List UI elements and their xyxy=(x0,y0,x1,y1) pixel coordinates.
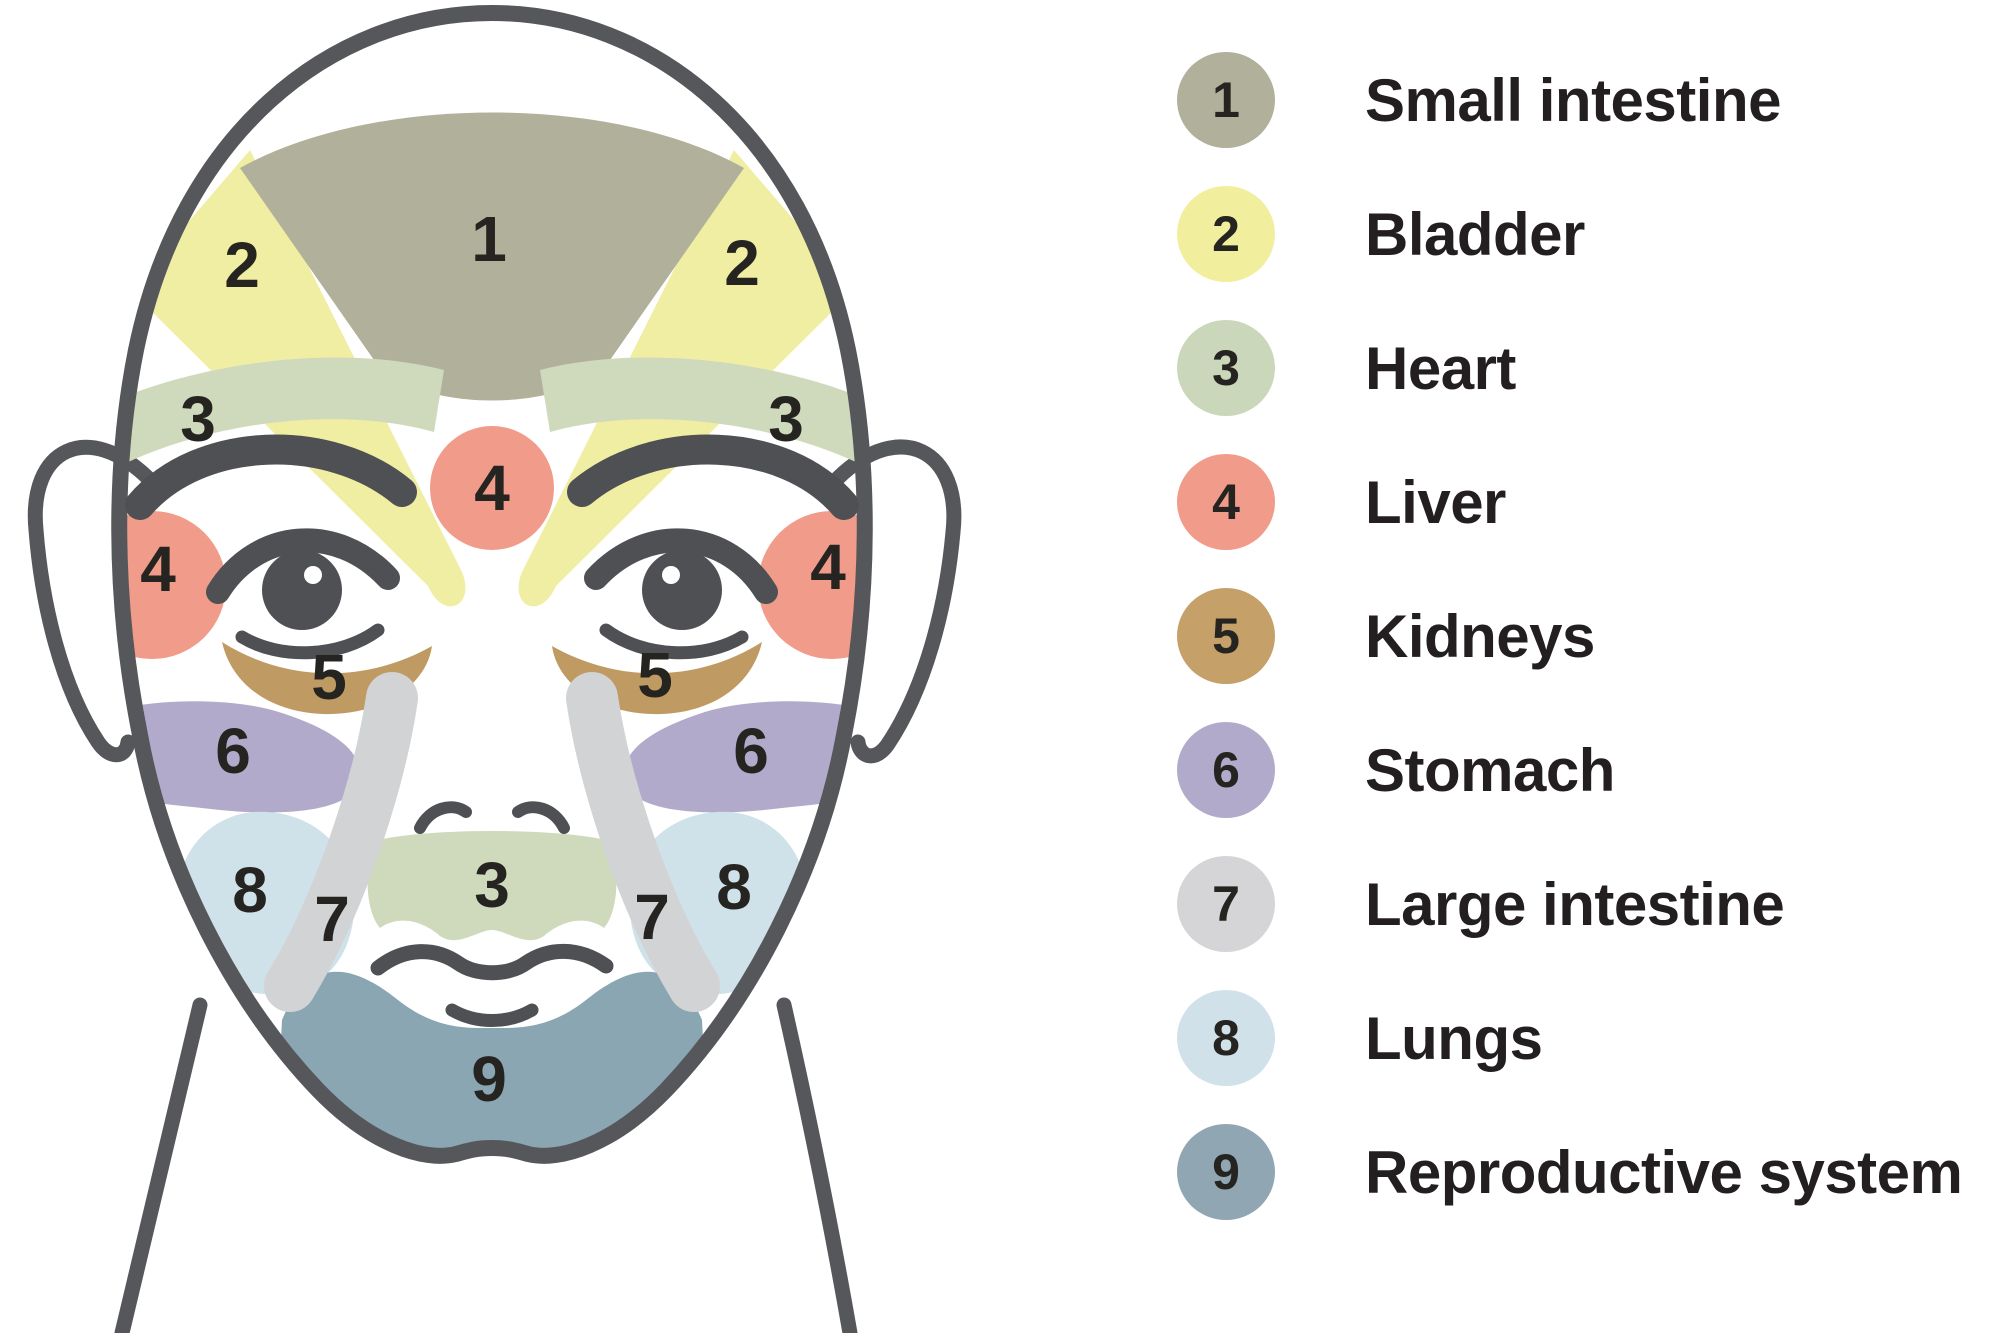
legend-dot-2: 2 xyxy=(1177,186,1275,282)
legend-row-stomach: 6 Stomach xyxy=(1177,722,1615,818)
nostril-left xyxy=(414,801,472,834)
zone-number-7-left: 7 xyxy=(314,883,350,955)
legend-row-liver: 4 Liver xyxy=(1177,454,1506,550)
zone-3-heart-left xyxy=(119,357,444,470)
zone-4-liver-center xyxy=(430,426,554,550)
zone-7-large-intestine-right xyxy=(566,672,720,1012)
eyebrow-right xyxy=(567,434,859,520)
zone-3-heart-right xyxy=(540,357,865,470)
zone-number-4-center: 4 xyxy=(474,452,510,524)
legend-label-large-intestine: Large intestine xyxy=(1365,870,1785,938)
legend-label-kidneys: Kidneys xyxy=(1365,602,1595,670)
zone-number-3-nose: 3 xyxy=(474,849,510,921)
legend-label-heart: Heart xyxy=(1365,334,1516,402)
lower-eyelid-left xyxy=(235,623,385,660)
legend-label-stomach: Stomach xyxy=(1365,736,1615,804)
legend-label-reproductive-system: Reproductive system xyxy=(1365,1138,1963,1206)
legend-label-bladder: Bladder xyxy=(1365,200,1585,268)
legend-dot-5: 5 xyxy=(1177,588,1275,684)
eye-highlight-left xyxy=(304,566,322,584)
legend-dot-6: 6 xyxy=(1177,722,1275,818)
legend-dot-4: 4 xyxy=(1177,454,1275,550)
upper-eyelid-right xyxy=(584,528,778,604)
legend-label-small-intestine: Small intestine xyxy=(1365,66,1781,134)
zone-number-5-left: 5 xyxy=(311,641,347,713)
legend-dot-8: 8 xyxy=(1177,990,1275,1086)
zone-9-reproductive-system xyxy=(274,971,710,1156)
zone-number-8-left: 8 xyxy=(232,854,268,926)
zone-number-5-right: 5 xyxy=(637,639,673,711)
zone-number-1: 1 xyxy=(471,203,507,275)
zone-6-stomach-right xyxy=(624,701,865,813)
legend-row-small-intestine: 1 Small intestine xyxy=(1177,52,1781,148)
chin-crease xyxy=(445,1003,539,1027)
feature-layer xyxy=(125,434,859,1027)
legend-label-liver: Liver xyxy=(1365,468,1506,536)
zone-number-7-right: 7 xyxy=(634,881,670,953)
zone-number-2-left: 2 xyxy=(224,229,260,301)
zone-number-3-right: 3 xyxy=(768,383,804,455)
face-map-illustration: 1 2 2 3 3 4 4 4 5 5 6 6 3 8 8 7 7 9 xyxy=(27,4,962,1333)
legend-row-heart: 3 Heart xyxy=(1177,320,1516,416)
zone-6-stomach-left xyxy=(119,701,360,813)
mouth xyxy=(370,943,614,981)
legend-row-large-intestine: 7 Large intestine xyxy=(1177,856,1785,952)
zone-number-3-left: 3 xyxy=(180,383,216,455)
zone-layer xyxy=(119,112,865,1156)
legend-row-bladder: 2 Bladder xyxy=(1177,186,1585,282)
zone-number-6-right: 6 xyxy=(733,715,769,787)
ear-left xyxy=(27,439,156,763)
legend-dot-7: 7 xyxy=(1177,856,1275,952)
zone-7-large-intestine-left xyxy=(264,672,418,1012)
eyebrow-left xyxy=(125,434,417,520)
zone-4-liver-left xyxy=(119,511,226,659)
ear-right xyxy=(830,439,962,764)
neck-line-left xyxy=(114,997,208,1333)
zone-number-8-right: 8 xyxy=(716,851,752,923)
upper-eyelid-left xyxy=(206,528,400,604)
legend-dot-1: 1 xyxy=(1177,52,1275,148)
legend-row-kidneys: 5 Kidneys xyxy=(1177,588,1595,684)
lower-eyelid-right xyxy=(599,623,749,660)
zone-number-2-right: 2 xyxy=(724,227,760,299)
eye-highlight-right xyxy=(662,566,680,584)
neck-line-right xyxy=(776,997,858,1333)
nostril-right xyxy=(512,801,570,834)
legend-dot-9: 9 xyxy=(1177,1124,1275,1220)
legend-row-reproductive-system: 9 Reproductive system xyxy=(1177,1124,1963,1220)
zone-number-6-left: 6 xyxy=(215,715,251,787)
iris-left xyxy=(262,550,342,630)
zone-number-9: 9 xyxy=(471,1043,507,1115)
head-outline xyxy=(111,4,873,1164)
iris-right xyxy=(642,550,722,630)
legend-dot-3: 3 xyxy=(1177,320,1275,416)
zone-4-liver-right xyxy=(758,511,865,659)
zone-3-heart-nose xyxy=(367,831,617,941)
legend-label-lungs: Lungs xyxy=(1365,1004,1543,1072)
zone-number-layer: 1 2 2 3 3 4 4 4 5 5 6 6 3 8 8 7 7 9 xyxy=(140,203,846,1115)
zone-number-4-right: 4 xyxy=(810,531,846,603)
zone-number-4-left: 4 xyxy=(140,533,176,605)
zone-1-small-intestine xyxy=(240,112,744,401)
legend-row-lungs: 8 Lungs xyxy=(1177,990,1543,1086)
